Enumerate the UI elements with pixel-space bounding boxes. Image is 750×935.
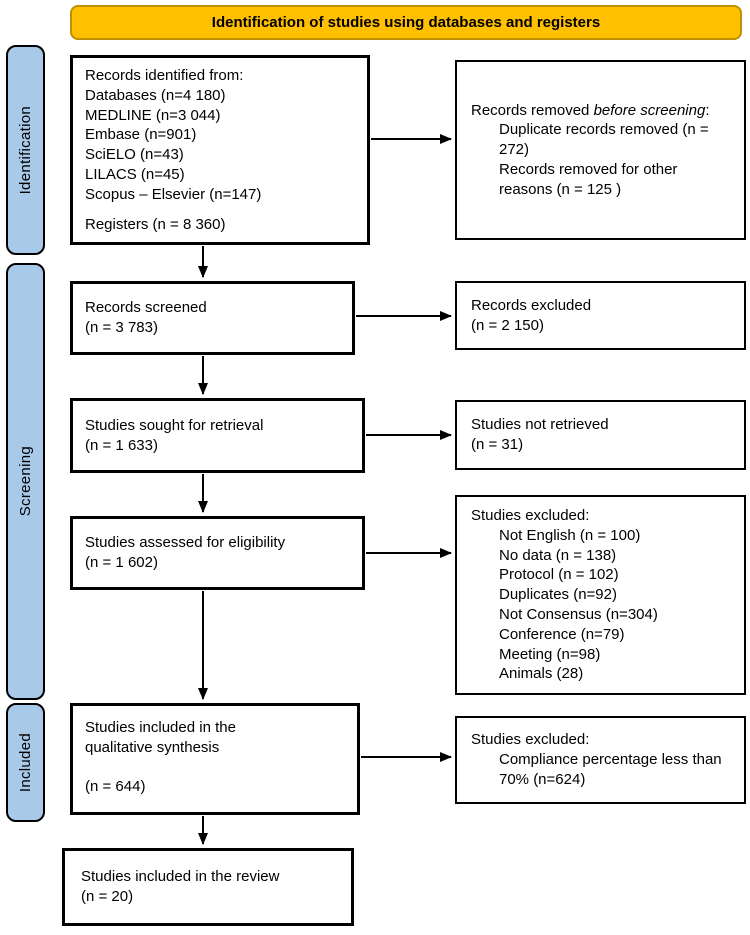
studies-excluded-compliance-heading: Studies excluded: [471, 731, 590, 749]
studies-excluded-item: Not Consensus (n=304) [499, 605, 658, 623]
studies-not-retrieved-text: Studies not retrieved (n = 31) [471, 416, 609, 453]
studies-excluded-item: No data (n = 138) [499, 546, 617, 564]
records-identified-databases: Databases (n=4 180) MEDLINE (n=3 044) Em… [85, 86, 262, 203]
included-review-text: Studies included in the review (n = 20) [81, 868, 280, 905]
box-studies-excluded-eligibility: Studies excluded: Not English (n = 100) … [455, 495, 746, 695]
box-records-removed: Records removed before screening: Duplic… [455, 60, 746, 240]
records-removed-heading-italic: before screening [593, 101, 706, 119]
studies-excluded-item: Protocol (n = 102) [499, 566, 619, 584]
diagram-title-banner: Identification of studies using database… [70, 5, 742, 40]
records-removed-heading-prefix: Records removed [471, 101, 594, 119]
box-studies-excluded-compliance: Studies excluded: Compliance percentage … [455, 716, 746, 804]
stage-label-screening: Screening [6, 263, 45, 700]
stage-label-identification: Identification [6, 45, 45, 255]
qualitative-synthesis-text: Studies included in the qualitative synt… [85, 719, 236, 796]
studies-excluded-item: Conference (n=79) [499, 625, 625, 643]
records-removed-heading-suffix: : [705, 101, 710, 119]
studies-excluded-heading: Studies excluded: [471, 507, 590, 524]
studies-excluded-item: Duplicates (n=92) [499, 586, 617, 604]
records-removed-item: Records removed for other reasons (n = 1… [499, 160, 678, 198]
box-qualitative-synthesis: Studies included in the qualitative synt… [70, 703, 360, 815]
box-records-excluded: Records excluded (n = 2 150) [455, 281, 746, 350]
diagram-title: Identification of studies using database… [211, 14, 601, 31]
records-excluded-text: Records excluded (n = 2 150) [471, 296, 592, 334]
records-identified-registers: Registers (n = 8 360) [85, 215, 226, 233]
studies-assessed-text: Studies assessed for eligibility (n = 1 … [85, 534, 286, 571]
studies-sought-text: Studies sought for retrieval (n = 1 633) [85, 416, 264, 454]
box-records-screened: Records screened (n = 3 783) [70, 281, 355, 355]
records-identified-heading: Records identified from: [85, 67, 244, 84]
stage-label-included-text: Included [17, 732, 34, 793]
records-removed-item: Duplicate records removed (n = 272) [499, 121, 709, 159]
box-included-review: Studies included in the review (n = 20) [62, 848, 354, 926]
records-removed-heading: Records removed before screening: [471, 101, 734, 121]
stage-label-screening-text: Screening [17, 446, 34, 517]
box-studies-sought: Studies sought for retrieval (n = 1 633) [70, 398, 365, 473]
box-records-identified: Records identified from: Databases (n=4 … [70, 55, 370, 245]
box-studies-not-retrieved: Studies not retrieved (n = 31) [455, 400, 746, 470]
studies-excluded-item: Meeting (n=98) [499, 645, 601, 663]
stage-label-included: Included [6, 703, 45, 822]
studies-excluded-item: Animals (28) [499, 665, 584, 683]
studies-excluded-compliance-item: Compliance percentage less than 70% (n=6… [499, 751, 722, 788]
records-screened-text: Records screened (n = 3 783) [85, 299, 207, 336]
box-studies-assessed: Studies assessed for eligibility (n = 1 … [70, 516, 365, 590]
studies-excluded-item: Not English (n = 100) [499, 526, 641, 544]
stage-label-identification-text: Identification [17, 105, 34, 195]
